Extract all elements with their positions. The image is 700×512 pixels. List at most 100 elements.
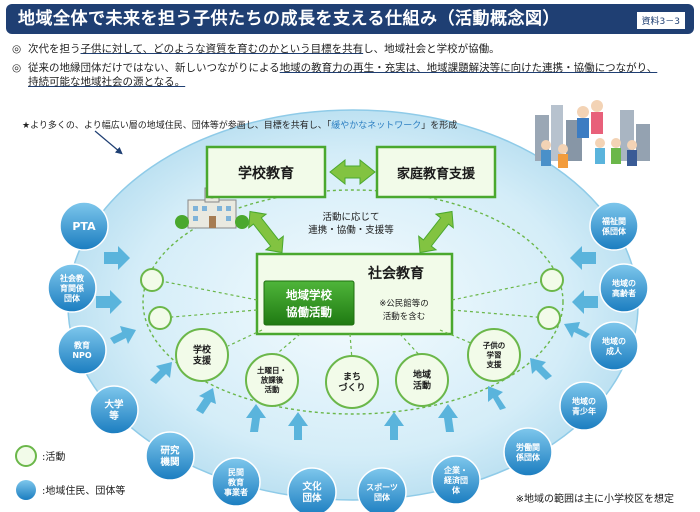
stakeholder-ball [589,321,639,371]
bullet-2: ◎ 従来の地縁団体だけではない、新しいつながりによる地域の教育力の再生・充実は、… [12,61,658,89]
network-note: ★より多くの、より幅広い層の地域住民、団体等が参画し、目標を共有し、「緩やかなネ… [22,119,457,131]
stakeholder-ball [589,201,639,251]
activity-label-line-2: 活動 [413,380,431,392]
stakeholder-label-line-2: 等 [108,410,119,422]
title-bar: 地域全体で未来を担う子供たちの成長を支える仕組み（活動概念図） 資料3－3 [6,4,694,34]
activity-label-line-2: づくり [338,382,365,394]
school-education-box [205,145,327,199]
core-activity-line-2: 協働活動 [286,305,332,319]
stakeholder-label-line-2: 団体 [374,492,391,502]
activity-label-line-1: 子供の [483,340,506,350]
stakeholder-label-line-1: 文化 [301,481,322,493]
stakeholder-label-line-2: 団体 [302,492,322,504]
activity-label-line-3: 活動 [265,384,280,394]
bullet-2-underlined: 地域の教育力の再生・充実は、地域課題解決等に向けた連携・協働につながり、 [279,62,658,74]
activity-label-line-1: 学校 [193,344,212,356]
bullet-2-mark: ◎ [12,62,22,74]
school-family-arrow [329,158,376,186]
legend-activity-swatch [15,445,37,467]
school-building-icon [175,187,249,229]
activity-connectors [155,279,549,361]
stakeholder-layer: PTA社会教育関係団体教育NPO大学等研究機関民間教育事業者文化団体スポーツ団体… [47,201,649,512]
activity-label-line-1: まち [343,372,361,383]
social-education-label: 社会教育 [367,265,424,282]
core-activity-line-1: 地域学校 [286,288,332,302]
bullet-1-pre: 次代を担う [28,43,81,55]
document-badge: 資料3－3 [635,11,686,30]
bullet-1-underlined: 子供に対して、どのような資質を育むのかという目標を共有 [80,43,364,55]
stakeholder-ball [145,431,195,481]
stakeholder-label-line-2: 係団体 [516,452,541,462]
stakeholder-label-line-1: 社会教 [59,273,85,283]
stakeholder-label-line-1: 民間 [228,468,244,477]
bullet-2-pre: 従来の地縁団体だけではない、新しいつながりによる [28,62,280,74]
family-social-arrow [418,210,454,254]
stakeholder-label-line-2: 高齢者 [612,288,636,298]
collab-text-1: 活動に応じて [322,211,379,223]
social-note-2: 活動を含む [383,311,426,322]
stakeholder-label-line-3: 体 [452,485,461,495]
legend-resident-label: :地域住民、団体等 [42,484,125,497]
stakeholder-ball [211,457,261,507]
activity-label-line-1: 地域 [413,369,431,381]
stakeholder-label-line-2: 機関 [160,456,179,468]
school-social-arrow [248,210,284,254]
stakeholder-label-line-1: 研究 [160,445,180,457]
activity-label-line-2: 支援 [192,355,212,367]
stakeholder-label-line-1: 教育 [73,340,90,350]
bullet-1-mark: ◎ [12,43,22,55]
stakeholder-label-line-2: 経済団 [444,475,468,485]
stakeholder-ball [287,467,337,512]
stakeholder-ball [89,385,139,435]
collab-text-2: 連携・協働・支援等 [308,224,394,236]
stakeholder-label-line-3: 団体 [64,293,81,303]
stakeholder-label-line-1: 地域の [602,336,626,346]
stakeholder-ball [431,455,481,505]
school-education-label: 学校教育 [238,165,294,182]
inflow-arrows [96,246,598,440]
community-people-icon [535,100,650,168]
activity-circle [467,328,521,382]
small-activity-circles [140,268,564,330]
legend-activity-label: :活動 [42,450,65,463]
activity-label-line-1: 土曜日・ [257,365,287,375]
activity-circle [175,328,229,382]
family-support-label: 家庭教育支援 [397,166,476,182]
stakeholder-ball [599,263,649,313]
stakeholder-ball [59,201,109,251]
stakeholder-label-line-1: 労働関 [516,442,540,452]
stakeholder-label-line-1: スポーツ [366,482,398,492]
activity-label-line-2: 学習 [487,350,502,360]
stakeholder-label-line-3: 事業者 [224,487,248,497]
stakeholder-label-line-1: PTA [72,220,96,233]
stakeholder-ball [503,427,553,477]
core-activity-box [263,280,355,326]
stakeholder-label-line-2: 教育 [227,477,244,487]
stakeholder-label-line-2: 青少年 [572,406,596,416]
stakeholder-label-line-2: NPO [72,351,92,360]
footnote: ※地域の範囲は主に小学校区を想定 [516,492,674,505]
activity-label-line-3: 支援 [486,359,502,369]
bullet-1-post: し、地域社会と学校が協働。 [363,43,500,55]
activity-label-line-2: 放課後 [260,375,284,385]
stakeholder-label-line-1: 福祉関 [601,216,626,226]
stakeholder-label-line-1: 企業・ [443,465,468,475]
stakeholder-label-line-2: 成人 [606,346,623,356]
stakeholder-ball [559,381,609,431]
stakeholder-ball [357,467,407,512]
social-note-1: ※公民館等の [379,298,429,309]
stakeholder-label-line-1: 大学 [104,399,124,411]
activity-circle [395,353,449,407]
legend-resident-swatch [16,480,36,500]
stakeholder-label-line-1: 地域の [612,278,636,288]
note-pointer [94,130,123,155]
family-support-box [375,145,497,199]
stakeholder-label-line-1: 地域の [572,396,596,406]
bullet-1: ◎ 次代を担う子供に対して、どのような資質を育むのかという目標を共有し、地域社会… [12,42,500,56]
page-title: 地域全体で未来を担う子供たちの成長を支える仕組み（活動概念図） [18,9,560,29]
activity-circle [245,353,299,407]
stakeholder-label-line-2: 係団体 [602,226,627,236]
activity-circle [325,355,379,409]
